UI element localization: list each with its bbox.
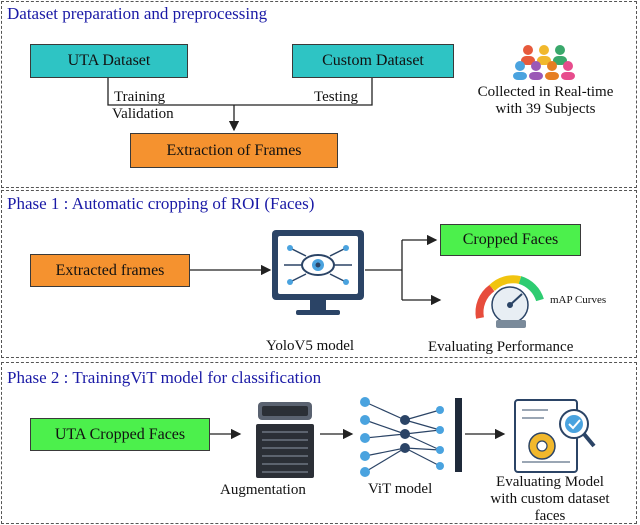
- vit-network-icon: [360, 397, 462, 477]
- vit-model-label: ViT model: [368, 481, 433, 497]
- custom-dataset-box: Custom Dataset: [292, 44, 454, 78]
- augmentation-server-icon: [256, 402, 314, 478]
- eval-model-line3: faces: [534, 508, 566, 524]
- gauge-icon: [475, 275, 544, 328]
- uta-cropped-faces-box: UTA Cropped Faces: [30, 418, 210, 451]
- testing-label: Testing: [314, 89, 358, 105]
- training-label: Training: [114, 89, 166, 105]
- dataset-preparation-panel: [1, 1, 637, 188]
- yolov5-model-label: YoloV5 model: [266, 338, 355, 354]
- section3-title: Phase 2 : TrainingViT model for classifi…: [7, 368, 322, 387]
- evaluating-performance-label: Evaluating Performance: [428, 339, 574, 355]
- cropped-faces-box: Cropped Faces: [440, 224, 581, 256]
- collected-line1: Collected in Real-time: [477, 84, 614, 100]
- extracted-frames-box: Extracted frames: [30, 254, 190, 287]
- eval-model-line1: Evaluating Model: [496, 474, 604, 490]
- evaluation-report-icon: [514, 399, 596, 473]
- validation-label: Validation: [112, 106, 174, 122]
- uta-dataset-box: UTA Dataset: [30, 44, 188, 78]
- eval-model-line2: with custom dataset: [490, 491, 610, 507]
- section2-title: Phase 1 : Automatic cropping of ROI (Fac…: [7, 194, 315, 213]
- phase1-panel: [1, 190, 637, 358]
- augmentation-label: Augmentation: [220, 482, 306, 498]
- section1-title: Dataset preparation and preprocessing: [7, 4, 268, 23]
- people-group-icon: [513, 45, 575, 80]
- dataset-connectors: [107, 78, 373, 132]
- map-curves-label: mAP Curves: [550, 294, 607, 306]
- computer-monitor-icon: [272, 230, 364, 315]
- phase2-panel: [1, 362, 637, 524]
- collected-line2: with 39 Subjects: [495, 101, 596, 117]
- extraction-of-frames-box: Extraction of Frames: [130, 133, 338, 168]
- phase1-connectors: [190, 234, 442, 306]
